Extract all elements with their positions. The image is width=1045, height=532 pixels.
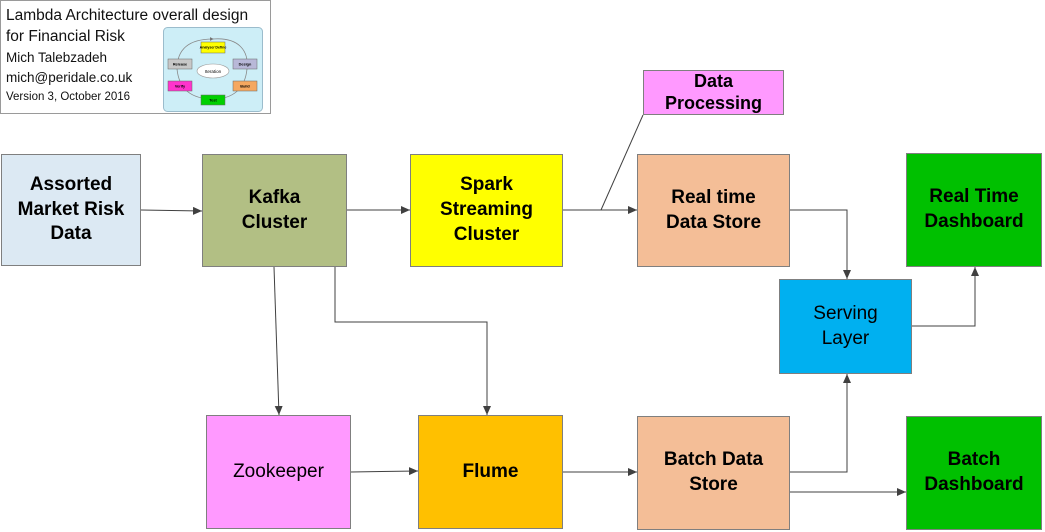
node-label: Serving Layer	[813, 302, 878, 349]
logo-verify-label: Verify	[175, 85, 186, 89]
node-real-time-dashboard: Real Time Dashboard	[906, 153, 1042, 267]
arrow-market-to-kafka	[140, 206, 203, 215]
title-line-1: Lambda Architecture overall design	[6, 7, 249, 24]
node-label: Batch Data Store	[663, 449, 764, 495]
node-label: Real time Data Store	[665, 186, 762, 233]
arrow-kafka-to-flume	[334, 267, 491, 415]
node-spark-streaming-cluster: Spark Streaming Cluster	[410, 154, 563, 267]
node-data-processing: Data Processing	[643, 70, 784, 115]
iteration-cycle-logo: Iteration Analyse/ Define Design Build T…	[163, 27, 263, 112]
node-label: Batch Dashboard	[924, 449, 1024, 495]
node-assorted-market-risk-data: Assorted Market Risk Data	[1, 154, 141, 266]
logo-release-label: Release	[173, 63, 187, 67]
node-label: Data Processing	[664, 70, 763, 113]
node-label: Kafka Cluster	[241, 186, 308, 233]
node-flume: Flume	[418, 415, 563, 529]
node-serving-layer: Serving Layer	[779, 279, 912, 374]
logo-build-label: Build	[240, 85, 250, 89]
node-label: Assorted Market Risk Data	[17, 173, 125, 245]
logo-center-label: Iteration	[205, 69, 222, 74]
node-label: Zookeeper	[233, 460, 324, 482]
title-block: Lambda Architecture overall design for F…	[0, 0, 271, 114]
node-label: Real Time Dashboard	[924, 186, 1024, 232]
author-email: mich@peridale.co.uk	[6, 70, 133, 85]
arrow-zookeeper-to-flume	[350, 467, 419, 476]
node-batch-dashboard: Batch Dashboard	[906, 416, 1042, 530]
callout-line-data-processing	[600, 114, 644, 211]
title-line-2: for Financial Risk	[6, 28, 125, 45]
arrow-serving-to-realtime-dashboard	[911, 267, 979, 327]
arrow-kafka-to-zookeeper	[273, 266, 283, 416]
logo-analyse-label: Analyse/ Define	[200, 46, 227, 50]
logo-test-label: Test	[209, 99, 217, 103]
node-kafka-cluster: Kafka Cluster	[202, 154, 347, 267]
version-label: Version 3, October 2016	[6, 91, 131, 103]
logo-design-label: Design	[239, 63, 252, 67]
node-label: Spark Streaming Cluster	[440, 174, 533, 245]
node-real-time-data-store: Real time Data Store	[637, 154, 790, 267]
author-name: Mich Talebzadeh	[6, 50, 108, 65]
arrow-batch-store-to-serving	[790, 374, 851, 473]
node-label: Flume	[462, 460, 519, 482]
node-zookeeper: Zookeeper	[206, 415, 351, 529]
arrow-realtime-store-to-serving	[790, 209, 851, 279]
node-batch-data-store: Batch Data Store	[637, 416, 790, 530]
